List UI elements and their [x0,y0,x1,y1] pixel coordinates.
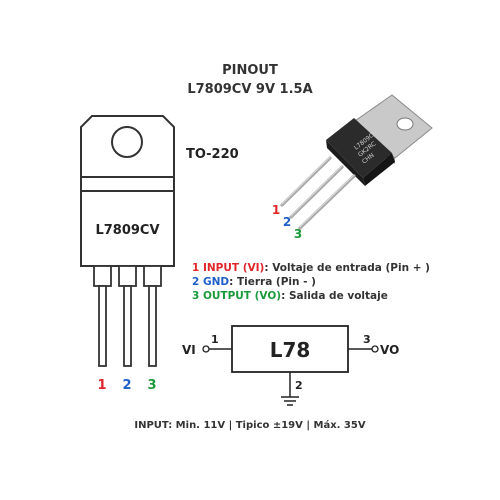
legend-pin-1: 1 INPUT (VI): Voltaje de entrada (Pin + … [192,262,430,274]
legend-pin-3-name: OUTPUT (VO) [202,290,282,302]
outline-pin-3-label: 3 [147,378,156,393]
input-voltage-note: INPUT: Min. 11V | Tipico ±19V | Máx. 35V [134,420,366,431]
schematic-pin1-label: 1 [211,333,219,346]
legend-pin-1-num: 1 [192,262,200,274]
schematic-vo-label: VO [380,343,399,357]
legend-pin-2: 2 GND: Tierra (Pin - ) [192,276,316,288]
schematic-pin3-label: 3 [363,333,371,346]
legend-pin-3-num: 3 [192,290,200,302]
legend-pin-1-desc: Voltaje de entrada (Pin + ) [272,262,430,274]
component-photo: L7809CV GK2RC CHN [280,94,433,230]
package-type: TO-220 [186,147,239,162]
legend-pin-2-num: 2 [192,276,200,288]
legend-pin-2-desc: Tierra (Pin - ) [236,276,316,288]
outline-pin-2-label: 2 [122,378,131,393]
photo-pin-2-label: 2 [283,215,291,229]
legend-pin-2-name: GND [202,276,230,288]
legend-pin-1-name: INPUT (VI) [202,262,265,274]
schematic-vi-label: VI [182,343,196,357]
to220-outline [80,115,175,367]
body-label: L7809CV [95,223,159,238]
legend-pin-3-desc: Salida de voltaje [288,290,388,302]
title-pinout: PINOUT [222,63,278,78]
schematic-pin2-label: 2 [295,379,303,392]
photo-pin-1-label: 1 [272,203,280,217]
schematic-block-label: L78 [270,338,311,362]
title-part: L7809CV 9V 1.5A [187,82,313,97]
legend-pin-3: 3 OUTPUT (VO): Salida de voltaje [192,290,388,302]
photo-pin-3-label: 3 [294,227,302,241]
outline-pin-1-label: 1 [97,378,106,393]
schematic [202,325,379,406]
